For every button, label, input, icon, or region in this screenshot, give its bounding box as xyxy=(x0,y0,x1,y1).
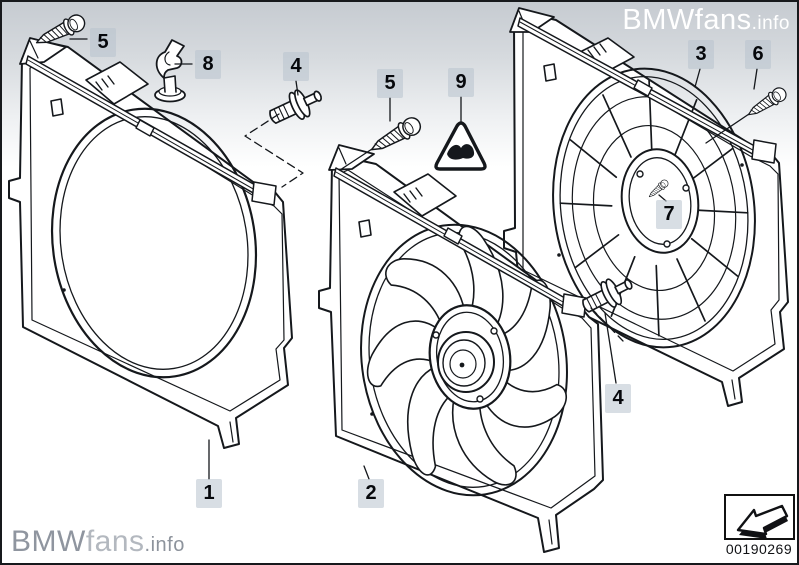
callout-3[interactable]: 3 xyxy=(688,40,714,69)
caution-triangle-icon xyxy=(434,121,487,171)
brand-mid: fans xyxy=(85,525,145,558)
fan-shroud-part-2 xyxy=(318,144,604,553)
callout-5a[interactable]: 5 xyxy=(90,28,116,57)
brand-text: BMW xyxy=(11,525,86,558)
fan-motor-hub xyxy=(428,304,512,410)
holder-clip-part-8 xyxy=(154,39,186,103)
callout-7[interactable]: 7 xyxy=(656,200,682,229)
callout-4b[interactable]: 4 xyxy=(605,384,631,413)
brand-tld: .info xyxy=(751,13,790,34)
diagram-code: 00190269 xyxy=(725,541,793,557)
watermark-bottom-left: BMWfans.info xyxy=(11,525,185,559)
screw-part-5-middle xyxy=(366,113,425,159)
callout-5b[interactable]: 5 xyxy=(377,69,403,98)
brand-text: BMWfans xyxy=(622,4,752,36)
direction-arrow-icon xyxy=(736,504,789,539)
watermark-top-right: BMWfans.info xyxy=(622,4,790,37)
expanding-rivet-part-4-top xyxy=(264,80,328,132)
callout-1[interactable]: 1 xyxy=(196,479,222,508)
direction-arrow-box xyxy=(724,494,795,540)
leader-lines xyxy=(69,38,758,480)
fan-shroud-part-1 xyxy=(8,37,293,449)
callout-2[interactable]: 2 xyxy=(358,479,384,508)
grille-spokes xyxy=(545,69,763,346)
callout-4a[interactable]: 4 xyxy=(283,52,309,81)
callout-6[interactable]: 6 xyxy=(745,40,771,69)
screw-part-6 xyxy=(743,84,790,122)
brand-tld: .info xyxy=(144,534,185,556)
callout-9[interactable]: 9 xyxy=(448,68,474,97)
callout-8[interactable]: 8 xyxy=(195,50,221,79)
